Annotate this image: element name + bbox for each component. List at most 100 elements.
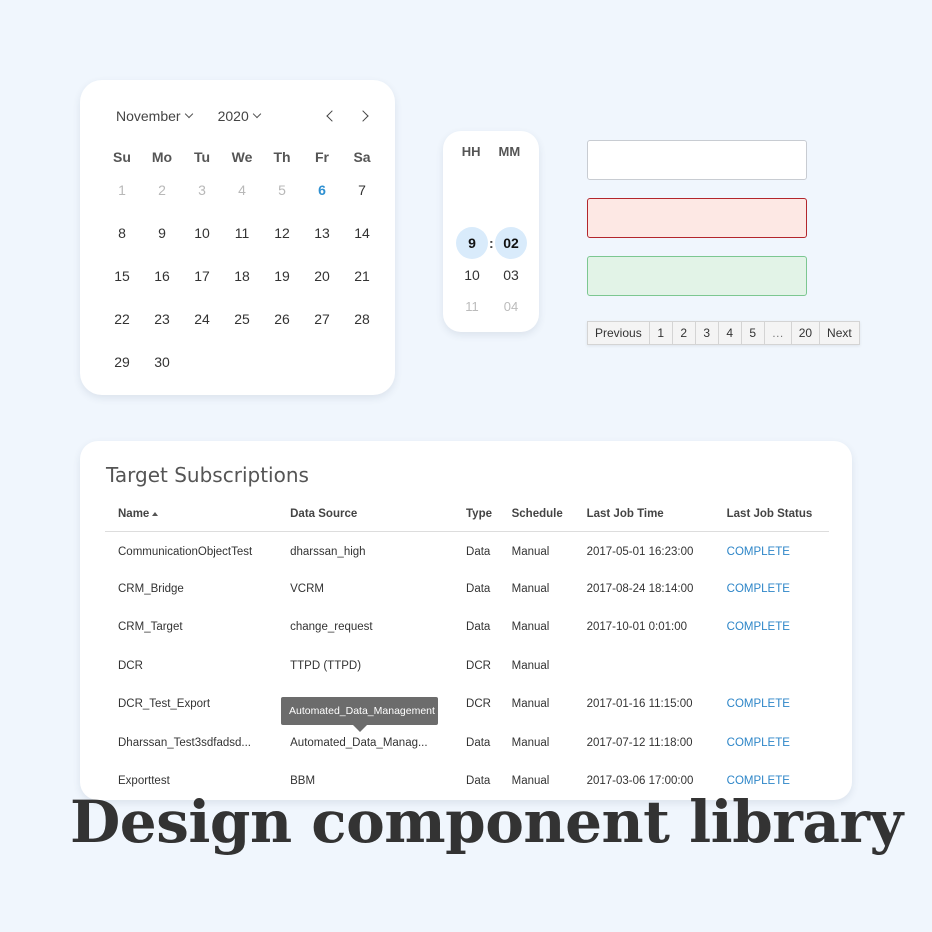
page-button[interactable]: 3	[694, 322, 718, 344]
calendar-day[interactable]: 24	[194, 311, 210, 327]
hour-option[interactable]: 11	[465, 299, 479, 314]
calendar-day[interactable]: 1	[118, 182, 126, 198]
year-label: 2020	[217, 108, 249, 124]
minute-option-selected[interactable]: 02	[495, 227, 527, 259]
text-input-error[interactable]	[587, 198, 807, 238]
page-ellipsis: …	[763, 322, 791, 344]
page-button[interactable]: 5	[740, 322, 764, 344]
weekday-label: Sa	[353, 149, 371, 165]
weekday-label: We	[231, 149, 253, 165]
calendar-day[interactable]: 9	[158, 225, 166, 241]
status-link[interactable]: COMPLETE	[726, 582, 790, 595]
table-cell: Manual	[511, 775, 550, 788]
column-header[interactable]: Type	[453, 497, 499, 532]
status-link	[714, 647, 829, 686]
calendar-day[interactable]: 13	[314, 225, 330, 241]
weekday-label: Mo	[151, 149, 173, 165]
calendar-day[interactable]: 22	[114, 311, 130, 327]
calendar-day[interactable]: 18	[234, 268, 250, 284]
weekday-label: Fr	[315, 149, 329, 165]
calendar-day[interactable]: 16	[154, 268, 170, 284]
table-cell	[574, 647, 714, 686]
column-header[interactable]: Last Job Time	[573, 497, 714, 532]
calendar-day-today[interactable]: 6	[318, 182, 326, 198]
hours-label: HH	[461, 144, 481, 159]
status-link[interactable]: COMPLETE	[726, 545, 790, 558]
calendar-day[interactable]: 7	[358, 182, 366, 198]
minute-option[interactable]: 04	[503, 299, 519, 314]
next-page-button[interactable]: Next	[819, 322, 859, 344]
calendar-day[interactable]: 20	[314, 268, 330, 284]
table-cell: 2017-03-06 17:00:00	[586, 775, 694, 788]
status-link[interactable]: COMPLETE	[726, 698, 790, 711]
previous-page-button[interactable]: Previous	[595, 326, 642, 340]
column-header[interactable]: Data Source	[277, 497, 454, 532]
table-cell: Automated_Data_Manag...	[290, 736, 428, 749]
table-cell: DCR	[118, 659, 143, 672]
calendar-day[interactable]: 4	[238, 182, 246, 198]
next-month-button[interactable]	[356, 108, 371, 124]
hour-option[interactable]: 10	[464, 267, 480, 283]
page-button[interactable]: 1	[648, 322, 672, 344]
text-input-success[interactable]	[587, 256, 807, 296]
calendar-day[interactable]: 21	[354, 268, 370, 284]
hours-column: 9 10 11	[456, 227, 488, 323]
table-row[interactable]: Dharssan_Test3sdfadsd...Automated_Data_M…	[105, 724, 829, 763]
previous-month-button[interactable]	[323, 108, 338, 124]
calendar-day[interactable]: 12	[274, 225, 290, 241]
calendar-day[interactable]: 29	[114, 354, 130, 370]
chevron-left-icon	[325, 110, 338, 122]
calendar-day[interactable]: 26	[274, 311, 290, 327]
calendar-day[interactable]: 8	[118, 225, 126, 241]
table-cell: VCRM	[290, 582, 324, 595]
page-heading: Design component library	[70, 788, 903, 856]
page-button[interactable]: 2	[671, 322, 695, 344]
table-cell: Manual	[511, 698, 550, 711]
calendar-day[interactable]: 14	[354, 225, 370, 241]
calendar-day[interactable]: 23	[154, 311, 170, 327]
calendar-day[interactable]: 28	[354, 311, 370, 327]
calendar-day[interactable]: 3	[198, 182, 206, 198]
status-link[interactable]: COMPLETE	[726, 621, 790, 634]
column-header[interactable]: Name	[105, 497, 278, 532]
table-cell: Data	[466, 775, 491, 788]
column-header[interactable]: Last Job Status	[713, 497, 829, 532]
calendar-day[interactable]: 10	[194, 225, 210, 241]
calendar-day[interactable]: 15	[114, 268, 130, 284]
calendar-day[interactable]: 11	[234, 225, 250, 241]
table-cell: 2017-10-01 0:01:00	[586, 621, 687, 634]
year-select[interactable]: 2020	[217, 108, 261, 124]
column-header-label: Last Job Time	[586, 507, 664, 520]
calendar-day[interactable]: 5	[278, 182, 286, 198]
table-cell: BBM	[290, 775, 316, 788]
calendar-day[interactable]: 25	[234, 311, 250, 327]
chevron-down-icon	[252, 109, 261, 119]
text-input-default[interactable]	[587, 140, 807, 180]
table-cell: CRM_Bridge	[118, 582, 184, 595]
calendar-day[interactable]: 2	[158, 182, 166, 198]
calendar-day[interactable]: 17	[194, 268, 210, 284]
status-link[interactable]: COMPLETE	[726, 775, 790, 788]
minute-option[interactable]: 03	[503, 267, 519, 283]
table-cell: Manual	[511, 582, 550, 595]
column-header[interactable]: Schedule	[498, 497, 574, 532]
page-button[interactable]: 20	[790, 322, 819, 344]
hour-option-selected[interactable]: 9	[456, 227, 488, 259]
table-cell: dharssan_high	[290, 545, 366, 558]
calendar-day[interactable]: 27	[314, 311, 330, 327]
status-link[interactable]: COMPLETE	[726, 736, 790, 749]
month-select[interactable]: November	[116, 108, 193, 124]
table-cell: DCR	[466, 659, 491, 672]
calendar-day[interactable]: 30	[154, 354, 170, 370]
calendar-day[interactable]: 19	[274, 268, 290, 284]
sort-ascending-icon[interactable]	[152, 511, 159, 516]
page-button[interactable]: 4	[717, 322, 741, 344]
column-header-label: Data Source	[290, 507, 358, 520]
